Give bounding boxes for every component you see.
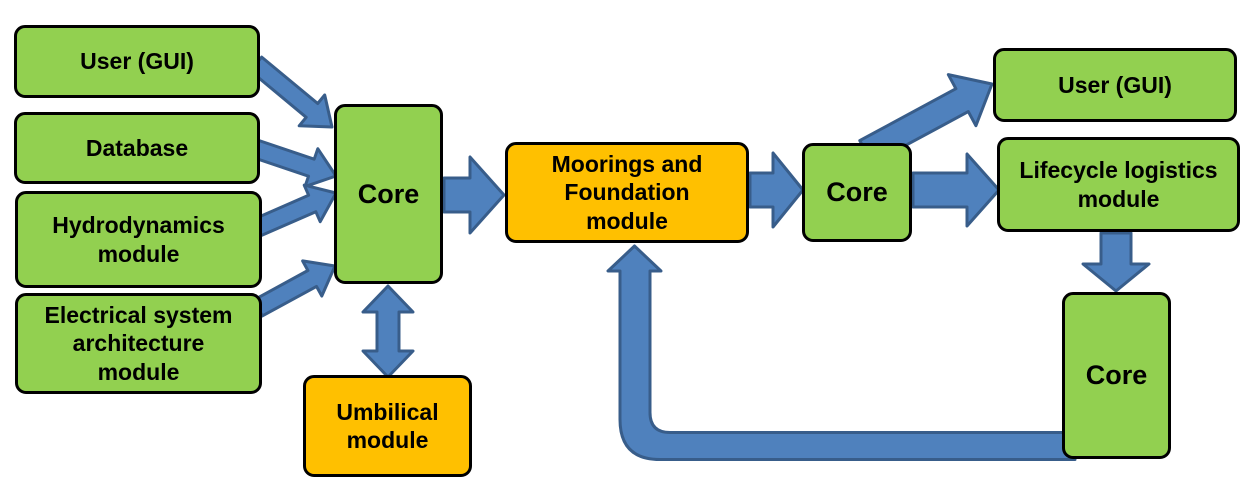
arrow-core-1-umbilical-two-way	[361, 284, 415, 379]
node-umbilical-module: Umbilical module	[303, 375, 472, 477]
node-hydrodynamics-module-label: Hydrodynamics module	[52, 212, 225, 267]
node-electrical-system-architecture-module-label: Electrical system architecture module	[44, 302, 233, 385]
node-core-3: Core	[1062, 292, 1171, 459]
arrow-hydrodynamics-to-core-1	[250, 183, 338, 238]
node-database-label: Database	[85, 134, 189, 161]
node-core-1: Core	[334, 104, 443, 284]
node-user-gui-right-label: User (GUI)	[1058, 71, 1172, 98]
node-user-gui-left-label: User (GUI)	[80, 48, 194, 75]
arrow-core-1-to-moorings	[442, 155, 506, 235]
node-user-gui-left: User (GUI)	[14, 25, 260, 98]
arrow-moorings-to-core-2	[748, 151, 805, 229]
arrow-core-2-to-user-gui-right	[858, 73, 994, 165]
arrow-lifecycle-to-core-3	[1081, 231, 1151, 293]
node-core-3-label: Core	[1085, 360, 1148, 391]
arrow-electrical-to-core-1	[252, 259, 337, 318]
node-lifecycle-logistics-module-label: Lifecycle logistics module	[1019, 157, 1218, 212]
node-core-1-label: Core	[357, 178, 420, 209]
node-electrical-system-architecture-module: Electrical system architecture module	[15, 293, 262, 394]
node-core-2-label: Core	[826, 177, 888, 208]
node-moorings-foundation-module-label: Moorings and Foundation module	[551, 151, 703, 234]
node-database: Database	[14, 112, 260, 184]
node-lifecycle-logistics-module: Lifecycle logistics module	[997, 137, 1240, 232]
node-moorings-foundation-module: Moorings and Foundation module	[505, 142, 749, 243]
node-hydrodynamics-module: Hydrodynamics module	[15, 191, 262, 288]
arrow-core-2-to-lifecycle	[911, 152, 1001, 228]
arrow-database-to-core-1	[251, 139, 338, 189]
arrow-user-gui-to-core-1	[248, 55, 334, 129]
node-core-2: Core	[802, 143, 912, 242]
node-umbilical-module-label: Umbilical module	[336, 398, 439, 453]
node-user-gui-right: User (GUI)	[993, 48, 1237, 122]
arrow-core-3-to-moorings-feedback	[606, 244, 1077, 461]
